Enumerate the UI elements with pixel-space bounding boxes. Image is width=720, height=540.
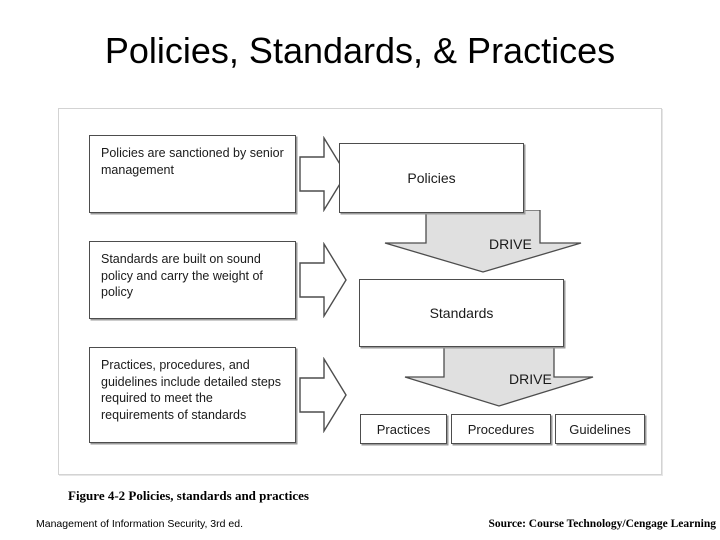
drive-arrow-policies-to-standards — [384, 210, 582, 273]
leaf-box-practices: Practices — [360, 414, 447, 444]
statement-box-practices: Practices, procedures, and guidelines in… — [89, 347, 296, 443]
figure-container: Policies are sanctioned by senior manage… — [58, 108, 662, 475]
page-title: Policies, Standards, & Practices — [104, 30, 616, 71]
leaf-box-guidelines: Guidelines — [555, 414, 645, 444]
leaf-box-procedures: Procedures — [451, 414, 551, 444]
drive-label: DRIVE — [509, 371, 552, 387]
right-arrow-icon — [299, 136, 347, 212]
drive-arrow-standards-to-practices — [404, 345, 594, 407]
source-credit-text: Source: Course Technology/Cengage Learni… — [488, 518, 716, 530]
node-box-standards: Standards — [359, 279, 564, 347]
node-box-policies: Policies — [339, 143, 524, 213]
statement-box-standards: Standards are built on sound policy and … — [89, 241, 296, 319]
drive-label: DRIVE — [489, 236, 532, 252]
policies-standards-practices-diagram: Policies are sanctioned by senior manage… — [59, 109, 661, 474]
statement-box-policies: Policies are sanctioned by senior manage… — [89, 135, 296, 213]
figure-caption: Figure 4-2 Policies, standards and pract… — [68, 488, 309, 503]
book-credit-text: Management of Information Security, 3rd … — [36, 518, 243, 530]
right-arrow-icon — [299, 242, 347, 318]
right-arrow-icon — [299, 357, 347, 433]
